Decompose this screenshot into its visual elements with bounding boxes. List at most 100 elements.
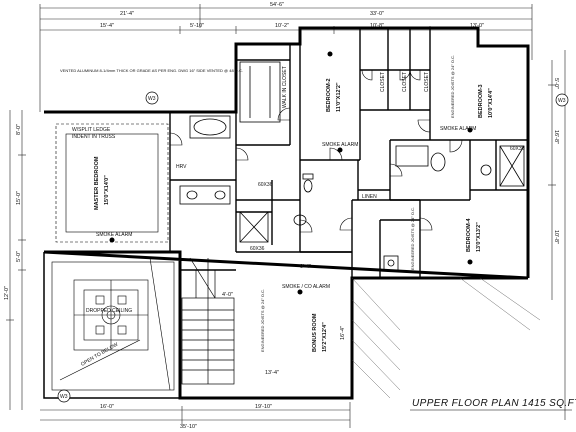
room-name-master: MASTER BEDROOM (94, 156, 100, 210)
room-name-bonus: BONUS ROOM (312, 313, 318, 352)
dim-top-overall: 54'-6" (270, 2, 284, 8)
dim-stair-width: 4'-0" (222, 292, 233, 298)
tray-ceiling-outline (55, 123, 169, 243)
label-smoke-alarm-2: SMOKE ALARM (322, 142, 358, 148)
label-joist-note-2: ENGINEERED JOISTS @ 24" O.C. (410, 207, 415, 270)
dim-hall-width: 9'-4" (300, 264, 311, 270)
label-linen: LINEN (362, 194, 377, 200)
label-wide-ledge: W/SPLIT LEDGE (72, 127, 111, 133)
dim-bonus-side: 16'-4" (340, 326, 346, 340)
label-open-to-below: OPEN TO BELOW (80, 342, 119, 368)
smoke-alarm-icon (337, 147, 343, 153)
label-closet-b: CLOSET (402, 72, 408, 92)
label-indent-in-truss: INDENT IN TRUSS (72, 134, 116, 140)
label-joist-note-3: ENGINEERED JOISTS @ 24" O.C. (450, 55, 455, 118)
toilet-icon (303, 179, 313, 193)
door-swing-icon (339, 217, 353, 231)
sink-icon (186, 190, 198, 200)
door-swing-icon (409, 69, 421, 81)
dim-left-seg-1: 8'-0" (16, 124, 22, 135)
dim-right-seg-1: 5'-0" (553, 78, 559, 89)
door-swing-icon (299, 219, 313, 233)
bath-fixture-icon (430, 152, 446, 172)
door-swing-icon (449, 139, 463, 153)
label-window-tag-1: W3 (148, 96, 156, 102)
dim-top-seg-4: 10'-8" (370, 23, 384, 29)
door-swing-icon (419, 217, 433, 231)
room-size-bonus: 15'2"X12'4" (322, 322, 328, 352)
label-window-tag-3: W3 (558, 98, 566, 104)
sink-icon (387, 259, 395, 267)
room-name-bedroom2: BEDROOM-2 (326, 78, 332, 112)
drawing-title: UPPER FLOOR PLAN 1415 SQ.FT. (412, 398, 576, 409)
label-vented-note: VENTED ALUMINUM 8-1/4mm THICK OR GRADE A… (60, 68, 243, 73)
smoke-alarm-icon (327, 51, 333, 57)
dimension-lines (6, 4, 566, 428)
door-swing-icon (361, 69, 373, 81)
sink-icon (293, 214, 307, 226)
dim-left-seg-2: 15'-0" (16, 191, 22, 205)
open-to-below-area (51, 257, 175, 391)
label-smoke-alarm-1: SMOKE ALARM (96, 232, 132, 238)
door-swing-icon (169, 132, 183, 146)
room-name-bedroom3: BEDROOM-3 (478, 84, 484, 118)
room-size-bedroom4: 13'0"X13'2" (476, 222, 482, 252)
label-window-tag-2: W3 (60, 394, 68, 400)
shower-icon (499, 145, 525, 187)
door-swing-icon (329, 147, 343, 161)
smoke-alarm-icon (467, 259, 473, 265)
dim-bonus-top: 13'-4" (265, 370, 279, 376)
door-swing-icon (417, 119, 431, 133)
door-swing-icon (389, 163, 403, 177)
dim-top-right: 33'-0" (370, 11, 384, 17)
label-smoke-alarm-3: SMOKE ALARM (440, 126, 476, 132)
sink-icon (480, 164, 492, 176)
label-joist-note-1: ENGINEERED JOISTS @ 24" O.C. (260, 289, 265, 352)
label-closet-c: CLOSET (424, 72, 430, 92)
dim-bottom-seg-2: 19'-10" (255, 404, 272, 410)
dim-top-left: 21'-4" (120, 11, 134, 17)
room-size-master: 15'0"X14'0" (104, 175, 110, 205)
dim-left-seg-4: 12'-0" (4, 286, 10, 300)
window-tags (57, 91, 569, 403)
staircase (181, 257, 235, 385)
label-shower-2: 60X36 (250, 246, 265, 252)
label-shower-1: 60X36 (258, 182, 273, 188)
smoke-co-alarm-icon (297, 289, 303, 295)
door-swing-icon (277, 107, 291, 121)
interior-walls (169, 28, 528, 278)
label-hrv: HRV (176, 164, 187, 170)
fixtures (179, 61, 525, 271)
dim-left-seg-3: 5'-0" (16, 251, 22, 262)
bathtub-basin-icon (193, 118, 227, 136)
doors (169, 69, 463, 233)
dim-top-seg-1: 15'-4" (100, 23, 114, 29)
dim-top-seg-5: 13'-0" (470, 23, 484, 29)
smoke-alarm-symbols (109, 51, 473, 295)
window-tag-icon (145, 91, 159, 105)
window-tag-icon (57, 389, 71, 403)
label-smoke-co-alarm: SMOKE / CO ALARM (282, 284, 330, 290)
sink-icon (214, 190, 226, 200)
dim-bottom-seg-1: 16'-0" (100, 404, 114, 410)
window-tag-icon (555, 93, 569, 107)
dim-right-seg-2: 16'-8" (553, 130, 559, 144)
label-shower-3: 60X36 (510, 146, 525, 152)
dim-top-seg-3: 10'-2" (275, 23, 289, 29)
label-closet-a: CLOSET (380, 72, 386, 92)
smoke-alarm-icon (467, 127, 473, 133)
dim-right-seg-3: 10'-8" (553, 230, 559, 244)
door-swing-icon (235, 147, 249, 161)
label-dropped-ceiling: DROPPED CEILING (86, 308, 132, 314)
label-walk-in-closet: WALK IN CLOSET (282, 66, 288, 108)
bathtub-icon (189, 115, 231, 139)
room-size-bedroom2: 11'0"X12'2" (336, 82, 342, 112)
dim-top-seg-2: 5'-10" (190, 23, 204, 29)
room-size-bedroom3: 10'0"X14'4" (488, 88, 494, 118)
room-name-bedroom4: BEDROOM-4 (466, 217, 472, 252)
smoke-alarm-icon (109, 237, 115, 243)
joist-hatching (351, 277, 541, 399)
dim-bottom-overall: 35'-10" (180, 424, 197, 430)
shower-icon (239, 211, 269, 243)
